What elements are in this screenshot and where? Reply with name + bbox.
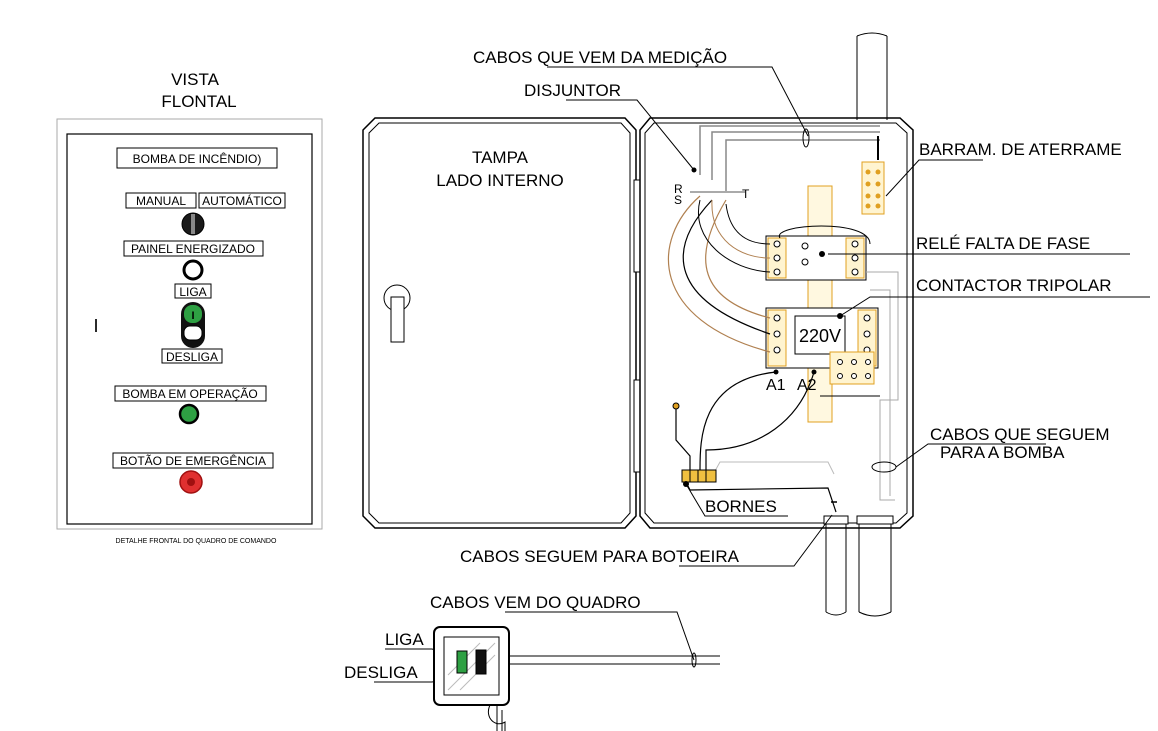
- label-phase-relay: RELÉ FALTA DE FASE: [916, 234, 1090, 253]
- label-cables-from-meter: CABOS QUE VEM DA MEDIÇÃO: [473, 48, 727, 67]
- automatic-label-box: [198, 192, 286, 209]
- phase-s: S: [674, 193, 682, 207]
- breaker: R S T: [674, 182, 750, 207]
- side-mark: I: [93, 316, 98, 336]
- terminal-block: [681, 469, 717, 483]
- panel-title-box: [116, 147, 278, 169]
- label-cables-pump-line1: CABOS QUE SEGUEM: [930, 425, 1109, 444]
- front-view-title-line2: FLONTAL: [161, 92, 236, 111]
- on-label: LIGA: [179, 285, 206, 299]
- selector-switch-icon[interactable]: [181, 212, 205, 236]
- label-cables-to-button: CABOS SEGUEM PARA BOTOEIRA: [460, 547, 740, 566]
- label-off: DESLIGA: [344, 663, 418, 682]
- door-inner-side: TAMPA LADO INTERNO: [362, 117, 641, 529]
- label-terminals: BORNES: [705, 497, 777, 516]
- off-label: DESLIGA: [166, 350, 218, 364]
- label-ground-bar: BARRAM. DE ATERRAME: [919, 140, 1122, 159]
- front-view-title-line1: VISTA: [171, 70, 220, 89]
- front-view-caption: DETALHE FRONTAL DO QUADRO DE COMANDO: [116, 538, 277, 545]
- ground-terminal-icon: [672, 402, 680, 410]
- front-view: VISTA FLONTAL BOMBA DE INCÊNDIO) MANUAL …: [56, 70, 323, 545]
- front-panel-outline: [66, 133, 313, 525]
- callouts: CABOS QUE VEM DA MEDIÇÃO DISJUNTOR BARRA…: [344, 48, 1150, 683]
- hinge-bottom: [633, 379, 641, 473]
- coil-a1: A1: [766, 377, 786, 394]
- incoming-cables: [699, 125, 880, 192]
- cable-tie-pump: [871, 461, 897, 473]
- emergency-label: BOTÃO DE EMERGÊNCIA: [120, 453, 266, 468]
- hinge-top: [633, 179, 641, 273]
- manual-label: MANUAL: [136, 194, 186, 208]
- incoming-conduit: [856, 36, 888, 120]
- on-button-glyph: I: [191, 310, 194, 322]
- panel-title: BOMBA DE INCÊNDIO): [133, 151, 262, 166]
- emergency-button-icon[interactable]: [179, 470, 203, 494]
- on-off-pushbutton-icon[interactable]: I: [181, 302, 205, 348]
- off-label-box: [161, 348, 223, 364]
- ground-bar: [861, 161, 885, 215]
- phase-relay: [765, 235, 867, 281]
- panel-box: R S T: [639, 32, 914, 617]
- automatic-label: AUTOMÁTICO: [202, 193, 282, 208]
- phase-r: R: [674, 182, 683, 196]
- phase-t: T: [742, 187, 750, 201]
- pushbutton-station: [433, 626, 720, 731]
- label-breaker: DISJUNTOR: [524, 81, 621, 100]
- manual-label-box: [125, 192, 197, 209]
- front-view-sheet: [56, 118, 323, 530]
- label-cables-from-panel: CABOS VEM DO QUADRO: [430, 593, 641, 612]
- station-conduit: [488, 704, 506, 731]
- operation-label-box: [114, 385, 267, 402]
- energized-label: PAINEL ENERGIZADO: [131, 242, 255, 256]
- door-latch-icon[interactable]: [383, 284, 411, 343]
- din-rail: [807, 185, 833, 423]
- emergency-label-box: [112, 452, 274, 469]
- station-on-button-icon[interactable]: [456, 650, 468, 674]
- label-cables-pump-line2: PARA A BOMBA: [940, 443, 1065, 462]
- door-title-line1: TAMPA: [472, 148, 529, 167]
- door-title-line2: LADO INTERNO: [436, 171, 564, 190]
- station-off-button-icon[interactable]: [475, 649, 487, 675]
- white-indicator-light-icon: [182, 259, 204, 281]
- on-label-box: [174, 283, 212, 299]
- contactor-voltage: 220V: [799, 326, 841, 346]
- button-conduit: [825, 518, 847, 612]
- operation-label: BOMBA EM OPERAÇÃO: [122, 387, 257, 401]
- three-pole-contactor: 220V A1 A2: [765, 307, 879, 394]
- label-on: LIGA: [385, 630, 424, 649]
- green-indicator-light-icon: [178, 403, 200, 425]
- cable-tie-top: [802, 128, 810, 148]
- coil-a2: A2: [797, 377, 817, 394]
- pump-conduit: [858, 518, 892, 612]
- label-contactor: CONTACTOR TRIPOLAR: [916, 276, 1112, 295]
- station-cables: [509, 655, 720, 665]
- energized-label-box: [123, 240, 264, 257]
